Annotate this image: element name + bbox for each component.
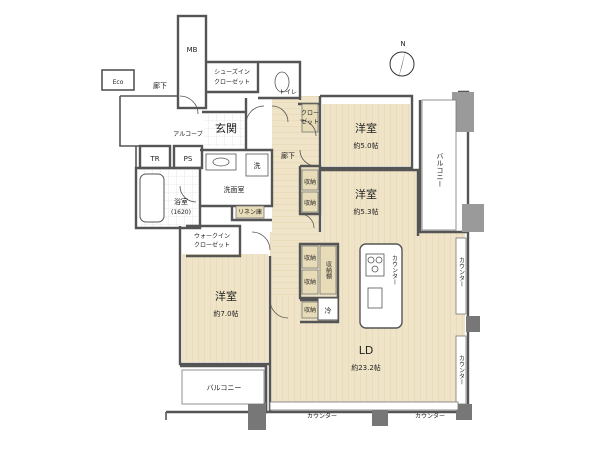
label-bedroom2-name: 洋室 <box>355 187 377 201</box>
label-bathroom-1: 浴室 <box>174 197 188 206</box>
bedroom2-floor <box>322 170 417 234</box>
label-corridor-mid: 廊下 <box>281 151 295 160</box>
label-counter-right-top: カウンター <box>458 257 465 287</box>
label-ld-size: 約23.2帖 <box>351 363 381 372</box>
label-bedroom1-size: 約5.0帖 <box>353 141 378 150</box>
washer-box <box>245 153 269 177</box>
closet-fills <box>235 103 337 319</box>
bedroom1-floor <box>322 104 410 166</box>
outer-walls <box>101 69 178 420</box>
label-entrance: 玄関 <box>215 121 237 135</box>
shoe-closet-floor <box>206 64 258 92</box>
door-swings <box>179 95 317 319</box>
kitchen-island <box>359 243 403 329</box>
label-corridor-top: 廊下 <box>153 81 167 90</box>
balcony-right <box>421 99 457 231</box>
label-bedroom3-size: 約7.0帖 <box>213 309 238 318</box>
label-counter-right-bottom: カウンター <box>458 355 465 385</box>
counter-right-bottom <box>455 335 467 405</box>
label-storage-d: 収納 <box>304 278 316 286</box>
label-mb: MB <box>187 46 198 54</box>
counter-right-top <box>455 237 467 315</box>
label-washroom: 洗面室 <box>224 185 245 194</box>
label-kitchen-counter: カウンター <box>391 255 398 285</box>
balcony-right-frame <box>248 92 484 430</box>
label-closet-1: クロー <box>301 110 319 117</box>
ld-floor-upper <box>320 232 465 242</box>
label-shoes-1: シューズイン <box>214 68 250 76</box>
label-bedroom3-name: 洋室 <box>215 289 237 303</box>
wash-basin <box>205 153 237 171</box>
compass-label: N <box>400 40 405 48</box>
counter-bottom <box>269 401 459 411</box>
walkin-floor <box>190 228 238 254</box>
label-bedroom2-size: 約5.3帖 <box>353 207 378 216</box>
balcony-bottom <box>181 369 265 405</box>
compass: N <box>389 40 415 80</box>
label-storage-b: 収納 <box>304 199 316 207</box>
label-walkin-1: ウォークイン <box>194 232 230 240</box>
fridge-box <box>317 297 339 321</box>
label-storage-c: 収納 <box>304 254 316 262</box>
label-linen: リネン庫 <box>238 208 262 216</box>
label-shoes-2: クローゼット <box>214 78 250 86</box>
label-ld-name: LD <box>359 344 374 357</box>
label-walkin-2: クローゼット <box>194 241 230 249</box>
label-bedroom1-name: 洋室 <box>355 121 377 135</box>
label-alcove: アルコーブ <box>173 130 202 138</box>
label-wash: 洗 <box>254 161 261 170</box>
label-ps: PS <box>184 155 193 163</box>
label-storage-e: 収納 <box>304 306 316 314</box>
bathtub <box>139 173 165 223</box>
bedroom3-floor <box>182 254 268 362</box>
label-bathroom-2: (1620) <box>171 209 191 216</box>
label-balcony-bottom: バルコニー <box>207 384 242 392</box>
toilet-fixture <box>274 71 290 93</box>
entrance-floor <box>204 114 246 146</box>
label-eco: Eco <box>113 79 124 86</box>
label-storage-shelf: 収納棚 <box>325 261 332 280</box>
label-tr: TR <box>149 155 159 163</box>
label-balcony-right: バルコニー <box>436 153 444 188</box>
label-fridge: 冷 <box>325 306 332 315</box>
label-toilet: トイレ <box>279 89 297 96</box>
label-counter-bottom-left: カウンター <box>307 412 337 420</box>
label-counter-bottom-right: カウンター <box>415 412 445 420</box>
label-storage-a: 収納 <box>304 178 316 186</box>
label-closet-2: ゼット <box>301 118 319 126</box>
